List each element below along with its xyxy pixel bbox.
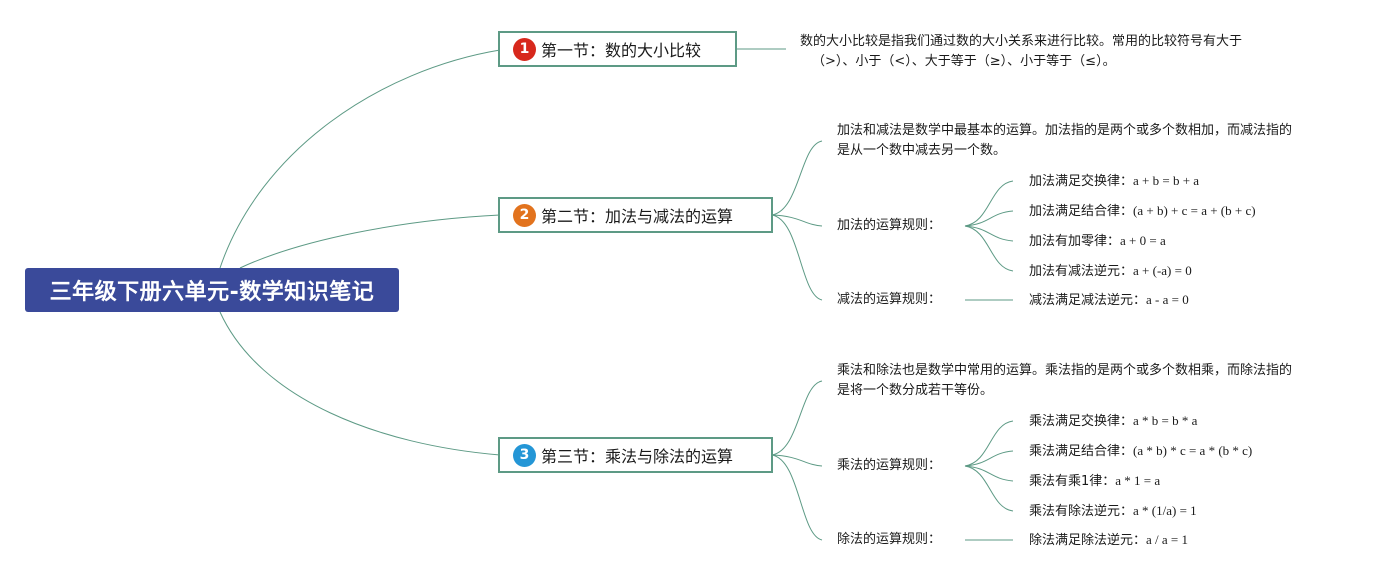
number-1-badge-icon: 1 (513, 37, 536, 61)
rule-name: 加法有减法逆元： (1029, 264, 1134, 279)
addition-rule-commutative[interactable]: 加法满足交换律：a + b = b + a (1029, 172, 1199, 191)
rule-formula: a - a = 0 (1146, 292, 1189, 307)
connector-s3-g1-r3 (964, 465, 1014, 482)
connector-s3-group-1 (771, 454, 823, 467)
section-3-description-line-2: 是将一个数分成若干等份。 (837, 383, 994, 398)
connector-root-section-3 (219, 311, 501, 456)
rule-name: 减法满足减法逆元： (1029, 293, 1147, 308)
addition-rule-inverse[interactable]: 加法有减法逆元：a + (-a) = 0 (1029, 262, 1192, 281)
connector-s2-g1-r3 (964, 225, 1014, 242)
subtraction-rule-inverse[interactable]: 减法满足减法逆元：a - a = 0 (1029, 291, 1189, 310)
number-3-badge-icon: 3 (513, 443, 536, 467)
connector-s2-desc (771, 140, 823, 216)
connector-s2-g1-r4 (964, 225, 1014, 272)
connector-s3-group-2 (771, 454, 823, 541)
section-2-description[interactable]: 加法和减法是数学中最基本的运算。加法指的是两个或多个数相加，而减法指的 是从一个… (837, 121, 1292, 161)
rule-name: 乘法满足结合律： (1029, 444, 1134, 459)
rule-formula: a + (-a) = 0 (1133, 263, 1192, 278)
multiplication-rule-inverse[interactable]: 乘法有除法逆元：a * (1/a) = 1 (1029, 502, 1197, 521)
root-title: 三年级下册六单元-数学知识笔记 (49, 280, 375, 305)
rule-name: 乘法有除法逆元： (1029, 504, 1134, 519)
multiplication-rule-associative[interactable]: 乘法满足结合律：(a * b) * c = a * (b * c) (1029, 442, 1252, 461)
connector-s2-g1-r2 (964, 210, 1014, 227)
division-rule-inverse[interactable]: 除法满足除法逆元：a / a = 1 (1029, 531, 1188, 550)
rule-name: 乘法满足交换律： (1029, 414, 1134, 429)
section-2-description-line-2: 是从一个数中减去另一个数。 (837, 143, 1007, 158)
connector-root-section-1 (219, 49, 501, 269)
section-1-title: 第一节：数的大小比较 (541, 41, 702, 60)
section-3-topic[interactable]: 3 第三节：乘法与除法的运算 (498, 437, 773, 473)
section-1-description[interactable]: 数的大小比较是指我们通过数的大小关系来进行比较。常用的比较符号有大于 （>）、小… (800, 32, 1242, 72)
connector-s3-g1-r1 (964, 420, 1014, 467)
connector-s2-g1-r1 (964, 180, 1014, 227)
rule-formula: a + 0 = a (1120, 233, 1166, 248)
connector-s3-desc (771, 380, 823, 456)
rule-formula: a * (1/a) = 1 (1133, 503, 1197, 518)
rule-name: 乘法有乘1律： (1029, 474, 1116, 489)
subtraction-rules-label[interactable]: 减法的运算规则： (837, 292, 942, 307)
division-rules-label[interactable]: 除法的运算规则： (837, 532, 942, 547)
connector-s3-g1-r4 (964, 465, 1014, 512)
rule-name: 加法满足结合律： (1029, 204, 1134, 219)
rule-name: 加法有加零律： (1029, 234, 1121, 249)
section-3-description[interactable]: 乘法和除法也是数学中常用的运算。乘法指的是两个或多个数相乘，而除法指的 是将一个… (837, 361, 1292, 401)
addition-rules-label[interactable]: 加法的运算规则： (837, 218, 942, 233)
rule-formula: a / a = 1 (1146, 532, 1188, 547)
multiplication-rules-label[interactable]: 乘法的运算规则： (837, 458, 942, 473)
rule-formula: a + b = b + a (1133, 173, 1200, 188)
connector-s2-group-1 (771, 214, 823, 227)
section-1-description-line-2: （>）、小于（<）、大于等于（≥）、小于等于（≤）。 (812, 54, 1116, 69)
section-3-title: 第三节：乘法与除法的运算 (541, 447, 734, 466)
rule-formula: a * b = b * a (1133, 413, 1198, 428)
section-2-topic[interactable]: 2 第二节：加法与减法的运算 (498, 197, 773, 233)
connector-s2-group-2 (771, 214, 823, 301)
multiplication-rule-commutative[interactable]: 乘法满足交换律：a * b = b * a (1029, 412, 1197, 431)
addition-rule-zero[interactable]: 加法有加零律：a + 0 = a (1029, 232, 1166, 251)
section-2-title: 第二节：加法与减法的运算 (541, 207, 734, 226)
multiplication-rule-identity[interactable]: 乘法有乘1律：a * 1 = a (1029, 472, 1160, 491)
section-3-description-line-1: 乘法和除法也是数学中常用的运算。乘法指的是两个或多个数相乘，而除法指的 (837, 363, 1293, 378)
connector-root-section-2 (239, 214, 501, 269)
root-topic[interactable]: 三年级下册六单元-数学知识笔记 (25, 268, 399, 312)
rule-formula: a * 1 = a (1115, 473, 1161, 488)
rule-name: 除法满足除法逆元： (1029, 533, 1147, 548)
number-2-badge-icon: 2 (513, 203, 536, 227)
connector-s3-g1-r2 (964, 450, 1014, 467)
rule-name: 加法满足交换律： (1029, 174, 1134, 189)
section-1-topic[interactable]: 1 第一节：数的大小比较 (498, 31, 737, 67)
rule-formula: (a + b) + c = a + (b + c) (1133, 203, 1256, 218)
section-2-description-line-1: 加法和减法是数学中最基本的运算。加法指的是两个或多个数相加，而减法指的 (837, 123, 1293, 138)
rule-formula: (a * b) * c = a * (b * c) (1133, 443, 1253, 458)
addition-rule-associative[interactable]: 加法满足结合律：(a + b) + c = a + (b + c) (1029, 202, 1256, 221)
section-1-description-line-1: 数的大小比较是指我们通过数的大小关系来进行比较。常用的比较符号有大于 (800, 34, 1243, 49)
